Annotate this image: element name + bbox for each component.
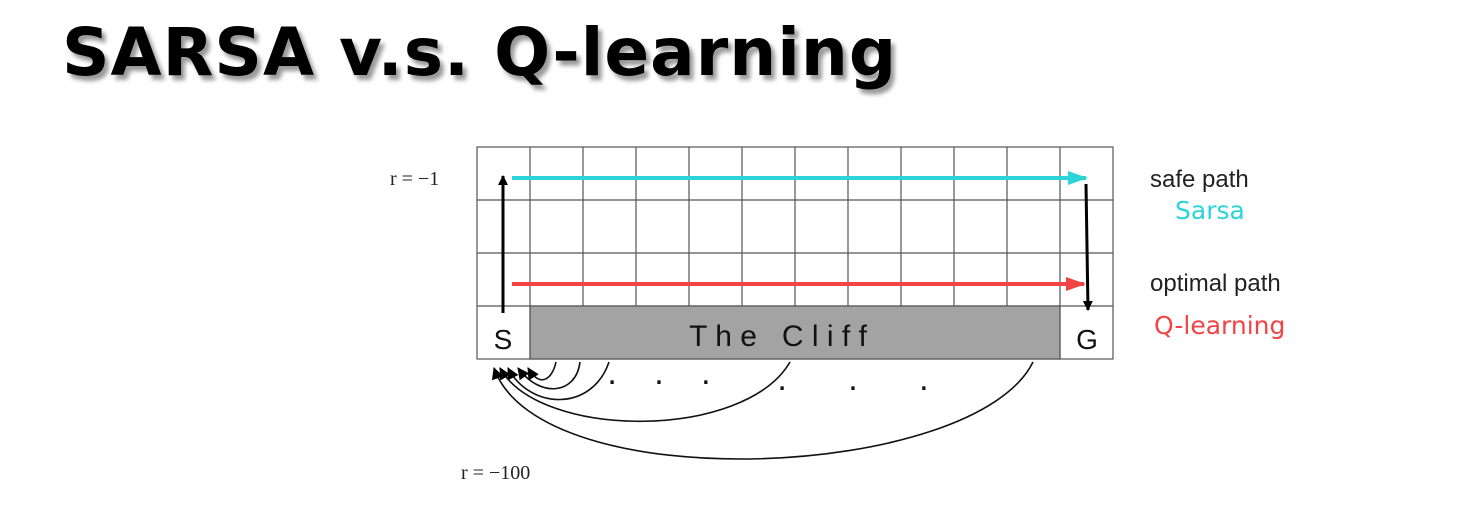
safe-path-label: safe path <box>1150 166 1249 193</box>
cliff-arc <box>499 361 791 423</box>
ellipsis-dots-left: . . . <box>607 354 724 392</box>
step-reward-label: r = −1 <box>390 168 440 190</box>
sarsa-label: Sarsa <box>1175 196 1245 225</box>
cliff-arc <box>527 361 557 381</box>
cliff-arc <box>491 361 1034 460</box>
page-title: SARSA v.s. Q-learning <box>62 14 898 91</box>
goal-down-arrow <box>1082 183 1093 311</box>
ellipsis-dots-right: . . . <box>777 360 954 398</box>
grid <box>476 146 1114 360</box>
optimal-path-label: optimal path <box>1150 270 1281 297</box>
cliff-return-arcs <box>491 361 1034 460</box>
q-learning-label: Q-learning <box>1154 311 1286 340</box>
goal-cell-label: G <box>1076 324 1098 355</box>
cliff-arc <box>517 361 581 390</box>
cliff-reward-label: r = −100 <box>461 462 531 484</box>
start-cell-label: S <box>494 324 513 355</box>
cliff-arc <box>507 361 610 401</box>
cliff-label: T h e C l i f f <box>689 320 867 353</box>
